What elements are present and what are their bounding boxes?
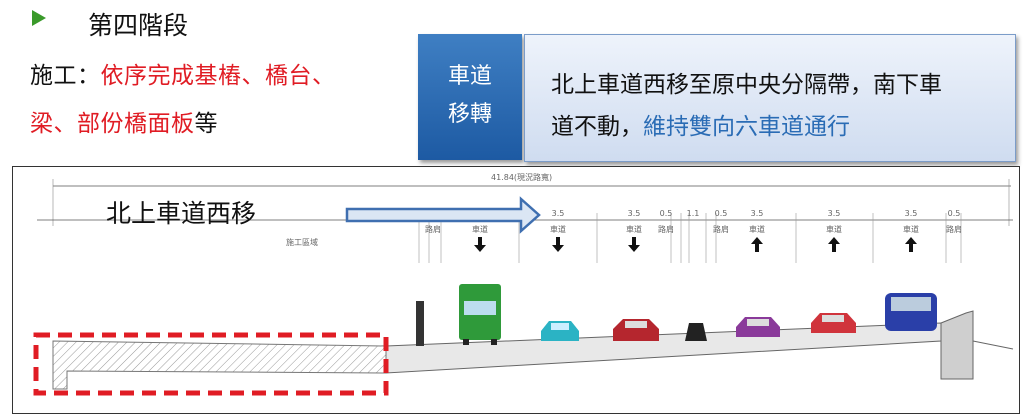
cyan-car-icon xyxy=(541,321,579,341)
lane-label: 路肩 xyxy=(425,224,441,234)
lane-label: 車道 xyxy=(826,224,842,234)
arrow-bullet-icon xyxy=(32,10,46,26)
work-items-2: 梁、部份橋面板 xyxy=(30,111,195,137)
lane-label: 車道 xyxy=(550,224,566,234)
lane-label: 車道 xyxy=(903,224,919,234)
lane-dimension: 3.5 xyxy=(552,209,565,218)
desc-plain: 道不動， xyxy=(551,114,643,140)
lane-label: 車道 xyxy=(472,224,488,234)
median-barrier xyxy=(685,323,707,341)
work-suffix: 等 xyxy=(194,111,218,137)
shift-arrow-icon xyxy=(345,196,541,234)
arrow-caption: 北上車道西移 xyxy=(106,199,256,228)
red-car-icon-2 xyxy=(811,313,856,333)
arrow-down-icon xyxy=(628,237,640,252)
purple-car-icon xyxy=(736,317,780,337)
desc-highlight: 維持雙向六車道通行 xyxy=(643,114,850,140)
desc-line-1: 北上車道西移至原中央分隔帶，南下車 xyxy=(551,72,942,98)
work-line-1: 施工：依序完成基樁、橋台、 xyxy=(30,56,336,90)
lane-label: 路肩 xyxy=(658,224,674,234)
arrow-up-icon xyxy=(905,237,917,252)
work-line-2: 梁、部份橋面板等 xyxy=(30,104,218,138)
info-box-description: 北上車道西移至原中央分隔帶，南下車 道不動，維持雙向六車道通行 xyxy=(524,34,1016,162)
info-box-label: 車道 移轉 xyxy=(418,34,522,160)
work-label: 施工： xyxy=(30,63,101,89)
arrow-up-icon xyxy=(751,237,763,252)
arrow-down-icon xyxy=(552,237,564,252)
lane-dimension: 0.5 xyxy=(715,209,728,218)
label-line-1: 車道 xyxy=(447,64,492,89)
work-zone-label: 施工區域 xyxy=(286,237,318,247)
lane-label: 路肩 xyxy=(946,224,962,234)
cross-section-diagram: 41.84(現況路寬) 施工區域 路肩 車道 3.5 車道 3.5 車道 0.5 路肩 1.1 0… xyxy=(12,166,1020,414)
lane-label: 車道 xyxy=(626,224,642,234)
lane-dimension: 0.5 xyxy=(660,209,673,218)
green-truck-icon xyxy=(459,284,501,345)
total-width-label: 41.84(現況路寬) xyxy=(491,172,552,182)
lane-dimension: 3.5 xyxy=(751,209,764,218)
abutment xyxy=(940,310,974,380)
lane-dimension: 1.1 xyxy=(687,209,700,218)
label-line-2: 移轉 xyxy=(447,102,492,127)
arrow-down-icon xyxy=(474,237,486,252)
blue-bus-icon xyxy=(885,293,937,331)
lane-label: 路肩 xyxy=(713,224,729,234)
lane-dimension: 3.5 xyxy=(905,209,918,218)
lane-label: 車道 xyxy=(749,224,765,234)
desc-line-2: 道不動，維持雙向六車道通行 xyxy=(551,107,850,141)
lane-dimension: 3.5 xyxy=(628,209,641,218)
barrier xyxy=(416,301,424,346)
stage-title: 第四階段 xyxy=(88,11,189,40)
new-bridge-section xyxy=(52,340,387,390)
cross-section-svg: 41.84(現況路寬) 施工區域 路肩 車道 3.5 車道 3.5 車道 0.5 路肩 1.1 0… xyxy=(33,172,1014,396)
lane-dimension: 3.5 xyxy=(828,209,841,218)
work-items-1: 依序完成基樁、橋台、 xyxy=(100,63,336,89)
red-car-icon xyxy=(613,319,659,341)
arrow-up-icon xyxy=(828,237,840,252)
work-zone-highlight xyxy=(33,332,389,396)
lane-dimension: 0.5 xyxy=(948,209,961,218)
